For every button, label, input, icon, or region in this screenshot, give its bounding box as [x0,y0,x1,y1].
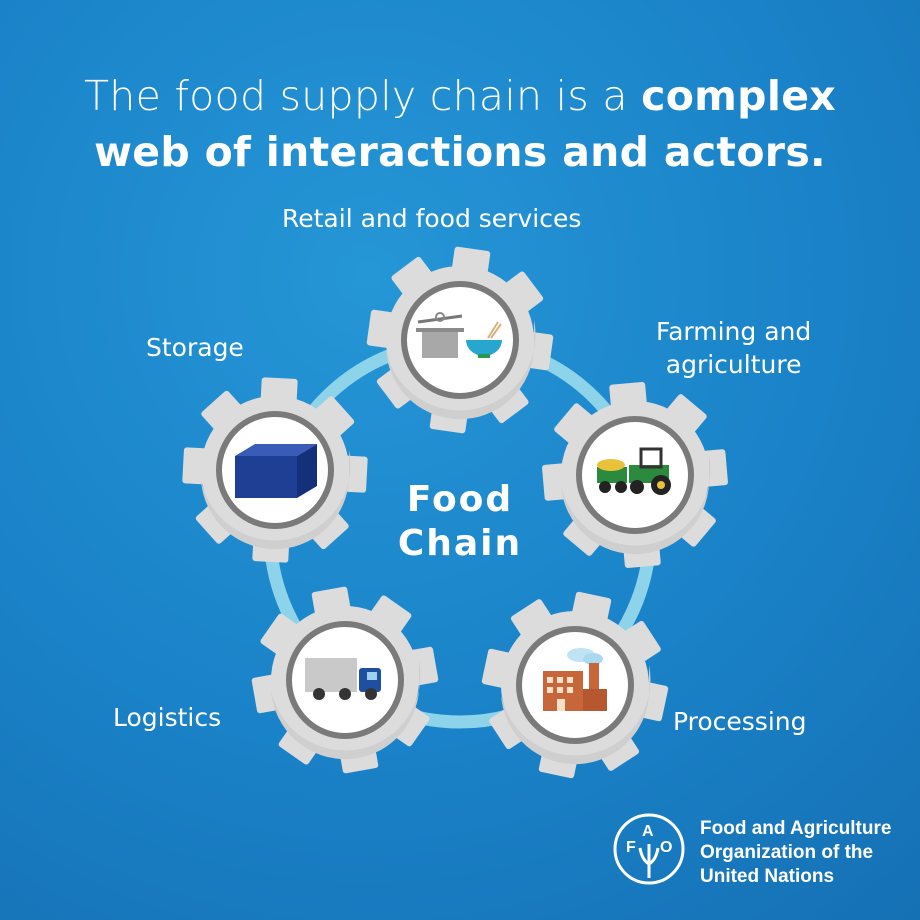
gear-2 [481,591,669,779]
organization-name: Food and Agriculture Organization of the… [700,817,891,889]
label-farming-line-1: Farming and [656,317,812,346]
label-retail: Retail and food services [282,204,582,233]
label-storage: Storage [146,333,244,362]
org-line-1: Food and Agriculture [700,818,892,839]
label-processing: Processing [673,707,807,736]
gear-4 [182,377,368,563]
label-farming-line-2: agriculture [665,350,802,379]
org-line-2: Organization of the [700,842,874,863]
truck-icon [305,658,381,700]
svg-text:F: F [626,839,636,856]
gear-0 [366,246,554,434]
center-label: Food Chain [360,478,560,566]
headline: The food supply chain is a complex web o… [0,68,920,180]
headline-bold-2: web of interactions and actors. [94,128,826,176]
pot-and-bowl-icon [416,312,502,358]
org-line-3: United Nations [700,866,835,887]
label-logistics: Logistics [113,703,222,732]
shipping-container-icon [235,444,317,498]
label-farming: Farming and agriculture [656,315,811,381]
gear-1 [542,382,728,568]
fao-logo: F A O [613,813,685,885]
svg-text:O: O [660,839,672,856]
gear-3 [251,586,439,774]
svg-text:A: A [642,823,654,840]
factory-icon [543,648,607,711]
center-line-1: Food [406,479,514,520]
headline-regular: The food supply chain is a [83,72,642,120]
tractor-icon [597,447,671,495]
center-line-2: Chain [397,523,523,564]
headline-bold-1: complex [641,72,837,120]
